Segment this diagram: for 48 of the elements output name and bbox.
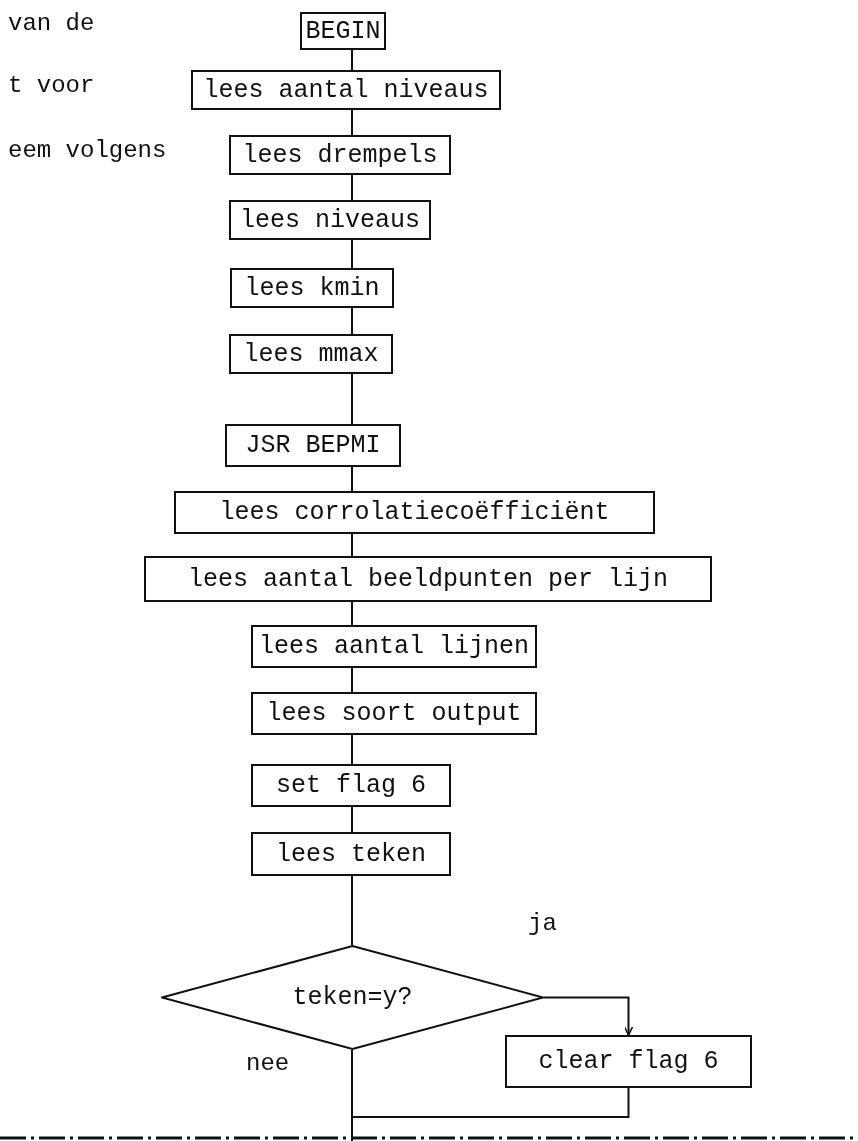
step-text: lees aantal lijnen — [258, 632, 529, 661]
step-text: set flag 6 — [276, 771, 426, 800]
connector-line — [351, 1049, 353, 1141]
step-text: lees drempels — [242, 140, 438, 170]
step-text: clear flag 6 — [538, 1047, 719, 1076]
connector-line — [351, 239, 353, 269]
connector-line — [351, 373, 353, 425]
process-box — [144, 556, 712, 602]
connector-line — [351, 667, 353, 693]
connector-line — [351, 601, 353, 626]
process-box — [229, 200, 431, 240]
connector-line — [351, 49, 353, 71]
note-text: van de — [8, 10, 95, 37]
process-box — [251, 625, 537, 668]
connector-line — [351, 1087, 630, 1118]
connector-line — [351, 174, 353, 201]
note-text: eem volgens — [8, 137, 167, 164]
arrow — [543, 996, 634, 1036]
process-box — [251, 692, 537, 735]
step-text: JSR BEPMI — [245, 431, 381, 460]
connector-line — [351, 734, 353, 765]
process-box — [230, 268, 394, 308]
process-box — [191, 70, 501, 110]
connector-line — [351, 875, 353, 946]
connector-line — [351, 466, 353, 492]
step-text: lees aantal niveaus — [203, 75, 489, 105]
step-text: lees mmax — [243, 339, 379, 369]
process-box — [174, 491, 655, 534]
connector-line — [351, 109, 353, 136]
connector-line — [351, 806, 353, 833]
process-box — [505, 1035, 752, 1088]
step-text: teken=y? — [292, 983, 413, 1012]
step-text: BEGIN — [305, 16, 381, 46]
step-text: lees corrolatiecoëfficiënt — [219, 498, 610, 527]
edge-label: ja — [528, 910, 557, 937]
process-box — [229, 135, 451, 175]
step-text: lees soort output — [266, 699, 522, 728]
note-text: t voor — [8, 72, 95, 99]
process-box — [251, 832, 451, 876]
process-box — [225, 424, 401, 467]
connector-line — [351, 307, 353, 335]
step-text: lees aantal beeldpunten per lijn — [187, 564, 669, 594]
step-text: lees niveaus — [240, 205, 420, 235]
step-text: lees teken — [276, 839, 426, 869]
step-text: lees kmin — [244, 273, 380, 303]
connector-line — [351, 533, 353, 557]
process-box — [251, 764, 451, 807]
process-box — [229, 334, 393, 374]
